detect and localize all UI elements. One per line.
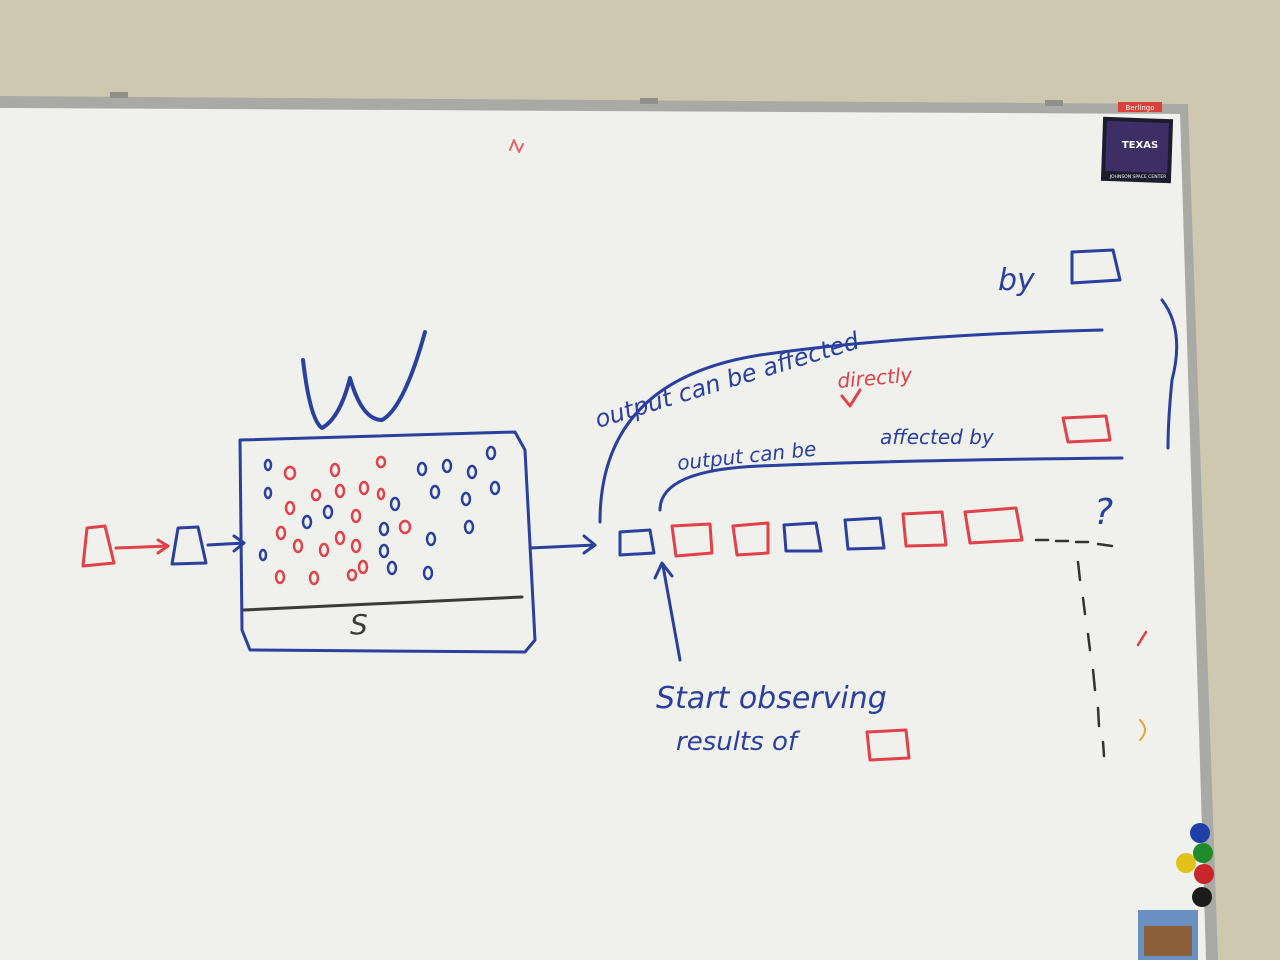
start-arrow — [653, 561, 682, 662]
note-start-line2: results of — [676, 727, 801, 757]
blue-input-shape — [170, 525, 208, 566]
legend-red-square — [1061, 414, 1112, 444]
red-arrow — [114, 538, 170, 555]
picture-magnet — [1138, 910, 1198, 960]
box-label-s: S — [350, 608, 368, 641]
frame-clip — [1045, 100, 1063, 106]
stray-mark — [509, 139, 524, 153]
red-source-shape — [81, 524, 116, 568]
magnet-title: TEXAS — [1122, 140, 1158, 151]
note-affected-by: affected by — [880, 425, 995, 449]
seq-ellipsis — [1034, 538, 1114, 548]
seq-square — [782, 521, 823, 553]
note-by-top: by — [998, 263, 1036, 298]
insert-caret — [840, 388, 862, 408]
texas-magnet: TEXAS JOHNSON SPACE CENTER — [1100, 116, 1174, 184]
frame-clip — [110, 92, 128, 98]
results-red-square — [865, 728, 911, 762]
lower-brace — [658, 456, 1124, 512]
note-start-line1: Start observing — [656, 681, 887, 716]
seq-square — [963, 506, 1024, 545]
population-dots — [258, 445, 501, 586]
seq-square — [843, 516, 886, 551]
marker-tray-label — [1118, 102, 1162, 112]
vertical-dashes — [1076, 560, 1106, 758]
legend-blue-square — [1070, 248, 1122, 285]
seq-square — [731, 521, 770, 557]
box-divider — [242, 595, 524, 612]
upper-brace — [598, 328, 1104, 524]
color-magnets — [1176, 823, 1214, 907]
board-surface — [0, 108, 1206, 960]
frame-clip — [640, 98, 658, 104]
stray-mark — [1139, 719, 1146, 741]
population-box — [238, 430, 537, 654]
note-question-mark: ? — [1094, 492, 1113, 533]
marker-tray-brand: Berlingo — [1125, 104, 1154, 112]
magnet-subtitle: JOHNSON SPACE CENTER — [1109, 174, 1167, 180]
blue-arrow-in — [206, 534, 246, 553]
side-bracket — [1160, 298, 1179, 450]
seq-square — [670, 522, 714, 558]
seq-square-first — [618, 528, 656, 557]
blue-arrow-out — [528, 534, 597, 555]
seq-square — [901, 510, 948, 548]
w-letter-drawing — [301, 330, 427, 430]
stray-mark — [1136, 630, 1148, 647]
